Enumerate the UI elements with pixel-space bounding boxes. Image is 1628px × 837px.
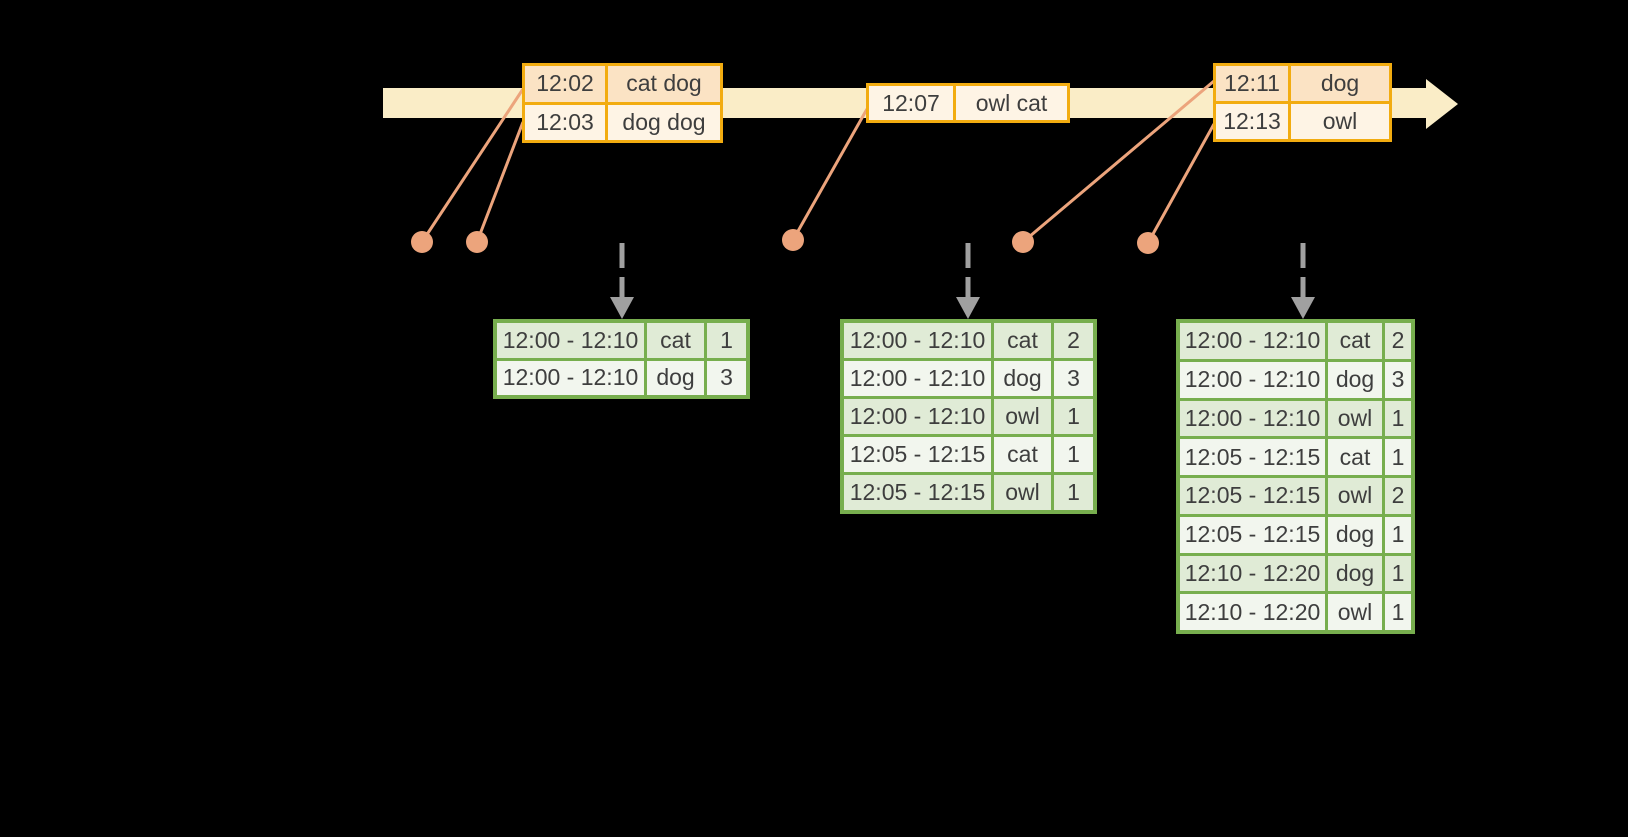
result-count-cell: 1	[1385, 516, 1411, 553]
result-count-cell: 1	[1385, 400, 1411, 437]
result-window-cell: 12:00 - 12:10	[1180, 400, 1325, 437]
event-time-cell: 12:13	[1216, 104, 1288, 139]
result-window-cell: 12:00 - 12:10	[1180, 323, 1325, 359]
event-connector-line	[475, 121, 525, 243]
result-window-cell: 12:00 - 12:10	[844, 323, 991, 358]
event-connector-line	[791, 108, 869, 241]
event-words-cell: cat dog	[608, 66, 720, 102]
result-count-cell: 1	[1054, 475, 1093, 510]
result-word-cell: cat	[1328, 439, 1382, 475]
result-count-cell: 1	[1054, 437, 1093, 472]
result-word-cell: dog	[1328, 516, 1382, 553]
event-time-cell: 12:07	[869, 86, 953, 120]
result-window-cell: 12:00 - 12:10	[497, 360, 644, 395]
result-count-cell: 2	[1385, 478, 1411, 514]
result-window-cell: 12:05 - 12:15	[844, 437, 991, 472]
event-dot	[1012, 231, 1034, 253]
result-word-cell: cat	[994, 437, 1051, 472]
result-word-cell: owl	[1328, 400, 1382, 437]
result-table-3: 12:00 - 12:10 cat 2 12:00 - 12:10 dog 3 …	[1176, 319, 1415, 634]
result-window-cell: 12:00 - 12:10	[844, 399, 991, 434]
result-word-cell: dog	[1328, 555, 1382, 592]
result-word-cell: dog	[647, 360, 704, 395]
trigger-down-arrow-icon	[1291, 243, 1315, 319]
result-word-cell: owl	[994, 399, 1051, 434]
result-count-cell: 1	[707, 323, 746, 358]
event-time-cell: 12:02	[525, 66, 605, 102]
result-window-cell: 12:10 - 12:20	[1180, 555, 1325, 592]
result-word-cell: dog	[1328, 361, 1382, 398]
result-word-cell: cat	[1328, 323, 1382, 359]
event-words-cell: owl	[1291, 104, 1389, 139]
trigger-down-arrow-icon	[610, 243, 634, 319]
result-window-cell: 12:05 - 12:15	[1180, 439, 1325, 475]
result-count-cell: 3	[1054, 361, 1093, 396]
event-connector-line	[1146, 123, 1216, 244]
event-words-cell: owl cat	[956, 86, 1067, 120]
event-time-cell: 12:11	[1216, 66, 1288, 101]
result-count-cell: 1	[1054, 399, 1093, 434]
result-count-cell: 1	[1385, 439, 1411, 475]
result-count-cell: 1	[1385, 594, 1411, 630]
result-table-1: 12:00 - 12:10 cat 1 12:00 - 12:10 dog 3	[493, 319, 750, 399]
result-count-cell: 1	[1385, 555, 1411, 592]
event-table-3: 12:11 dog 12:13 owl	[1213, 63, 1392, 142]
event-dot	[782, 229, 804, 251]
event-table-2: 12:07 owl cat	[866, 83, 1070, 123]
result-window-cell: 12:00 - 12:10	[844, 361, 991, 396]
result-word-cell: dog	[994, 361, 1051, 396]
event-table-1: 12:02 cat dog 12:03 dog dog	[522, 63, 723, 143]
trigger-down-arrow-icon	[956, 243, 980, 319]
event-words-cell: dog	[1291, 66, 1389, 101]
event-words-cell: dog dog	[608, 104, 720, 140]
event-dot	[466, 231, 488, 253]
result-count-cell: 2	[1385, 323, 1411, 359]
result-count-cell: 3	[707, 360, 746, 395]
result-count-cell: 3	[1385, 361, 1411, 398]
result-count-cell: 2	[1054, 323, 1093, 358]
result-word-cell: owl	[1328, 478, 1382, 514]
result-window-cell: 12:00 - 12:10	[1180, 361, 1325, 398]
result-window-cell: 12:00 - 12:10	[497, 323, 644, 358]
result-window-cell: 12:05 - 12:15	[844, 475, 991, 510]
event-dot	[1137, 232, 1159, 254]
event-connector-line	[420, 88, 525, 243]
event-dot	[411, 231, 433, 253]
result-word-cell: owl	[1328, 594, 1382, 630]
result-word-cell: cat	[647, 323, 704, 358]
result-table-2: 12:00 - 12:10 cat 2 12:00 - 12:10 dog 3 …	[840, 319, 1097, 514]
result-window-cell: 12:10 - 12:20	[1180, 594, 1325, 630]
result-window-cell: 12:05 - 12:15	[1180, 478, 1325, 514]
result-word-cell: owl	[994, 475, 1051, 510]
result-window-cell: 12:05 - 12:15	[1180, 516, 1325, 553]
event-connector-line	[1022, 79, 1215, 244]
result-word-cell: cat	[994, 323, 1051, 358]
event-time-cell: 12:03	[525, 104, 605, 140]
